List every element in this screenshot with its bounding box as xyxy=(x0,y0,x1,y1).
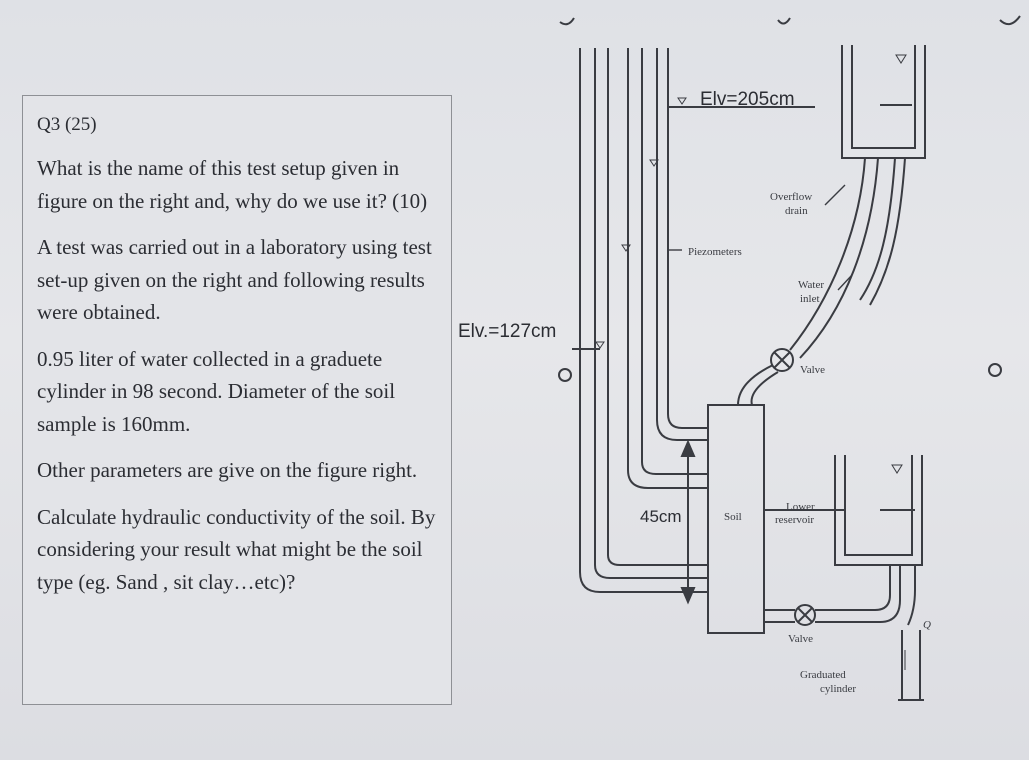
graduated-cylinder-label-2: cylinder xyxy=(820,683,856,695)
sample-length-label: 45cm xyxy=(640,507,682,526)
question-paragraph-5: Calculate hydraulic conductivity of the … xyxy=(37,504,436,595)
edge-mark-right xyxy=(999,15,1021,26)
return-pipe-a xyxy=(815,565,891,611)
inlet-pipe-b xyxy=(750,371,779,406)
soil-column xyxy=(707,404,765,634)
edge-mark-left xyxy=(559,17,575,26)
level-mark-3 xyxy=(621,244,631,252)
overflow-leader xyxy=(824,184,846,206)
inlet-pipe-a xyxy=(737,364,774,406)
lower-reservoir-label-2: reservoir xyxy=(775,514,814,526)
elevation-label-top: Elv=205cm xyxy=(700,89,795,110)
inlet-leader xyxy=(837,274,853,291)
constant-head-test-diagram: Elv=205cm Elv.=127cm Overflow drain Piez… xyxy=(458,15,1021,701)
lower-reservoir-inner xyxy=(844,455,913,556)
overflow-drain-label-2: drain xyxy=(785,205,808,217)
question-paragraph-2: A test was carried out in a laboratory u… xyxy=(37,235,432,325)
question-paragraph-1: What is the name of this test setup give… xyxy=(37,156,428,213)
water-inlet-label-2: inlet xyxy=(800,293,820,305)
question-paragraph-3: 0.95 liter of water collected in a gradu… xyxy=(37,346,396,436)
piezometer-tube-3 xyxy=(607,48,708,566)
overflow-tube-b xyxy=(869,157,906,306)
question-panel: Q3 (25) What is the name of this test se… xyxy=(22,95,452,705)
piezometer-tube-5 xyxy=(641,48,708,475)
flow-symbol-label: Q xyxy=(923,619,931,631)
inlet-tube-b xyxy=(799,157,879,359)
lower-valve-label: Valve xyxy=(788,633,813,645)
dimension-arrow-up xyxy=(680,439,696,457)
upper-valve-cross xyxy=(773,351,791,369)
piezometers-label: Piezometers xyxy=(688,246,742,258)
overflow-outlet xyxy=(907,565,916,626)
upper-reservoir-inner xyxy=(851,45,916,149)
question-paragraph-4: Other parameters are give on the figure … xyxy=(37,458,418,483)
overflow-drain-label-1: Overflow xyxy=(770,191,812,203)
return-pipe-b xyxy=(815,565,901,623)
upper-valve-body xyxy=(770,348,794,372)
piezometer-tube-2 xyxy=(594,48,708,579)
piezometer-tube-4 xyxy=(627,48,708,489)
hole-mark-left xyxy=(558,368,572,382)
water-inlet-label-1: Water xyxy=(798,279,824,291)
level-mark-4 xyxy=(595,341,605,349)
lower-valve-body xyxy=(794,604,816,626)
level-mark-lower-reservoir xyxy=(891,464,903,474)
piezometer-tube-6 xyxy=(656,48,708,441)
lower-reservoir-label-1: Lower xyxy=(786,501,815,513)
edge-mark-mid xyxy=(777,17,791,25)
graduated-cylinder-label-1: Graduated xyxy=(800,669,846,681)
level-mark-upper-reservoir xyxy=(895,54,907,64)
lower-valve-cross xyxy=(797,607,813,623)
question-title: Q3 (25) xyxy=(37,114,97,135)
inlet-tube-a xyxy=(789,157,866,351)
upper-reservoir-outer xyxy=(841,45,926,159)
graduated-cylinder-shape xyxy=(898,630,924,701)
overflow-tube-a xyxy=(859,157,896,301)
level-mark-2 xyxy=(649,159,659,167)
hole-mark-right xyxy=(988,363,1002,377)
piezometer-tube-1 xyxy=(579,48,708,593)
soil-label: Soil xyxy=(724,511,742,523)
piezometer-tube-7 xyxy=(667,48,708,429)
elevation-label-low: Elv.=127cm xyxy=(458,321,556,342)
upper-valve-label: Valve xyxy=(800,364,825,376)
dimension-arrow-down xyxy=(680,587,696,605)
level-mark-top xyxy=(677,97,687,105)
